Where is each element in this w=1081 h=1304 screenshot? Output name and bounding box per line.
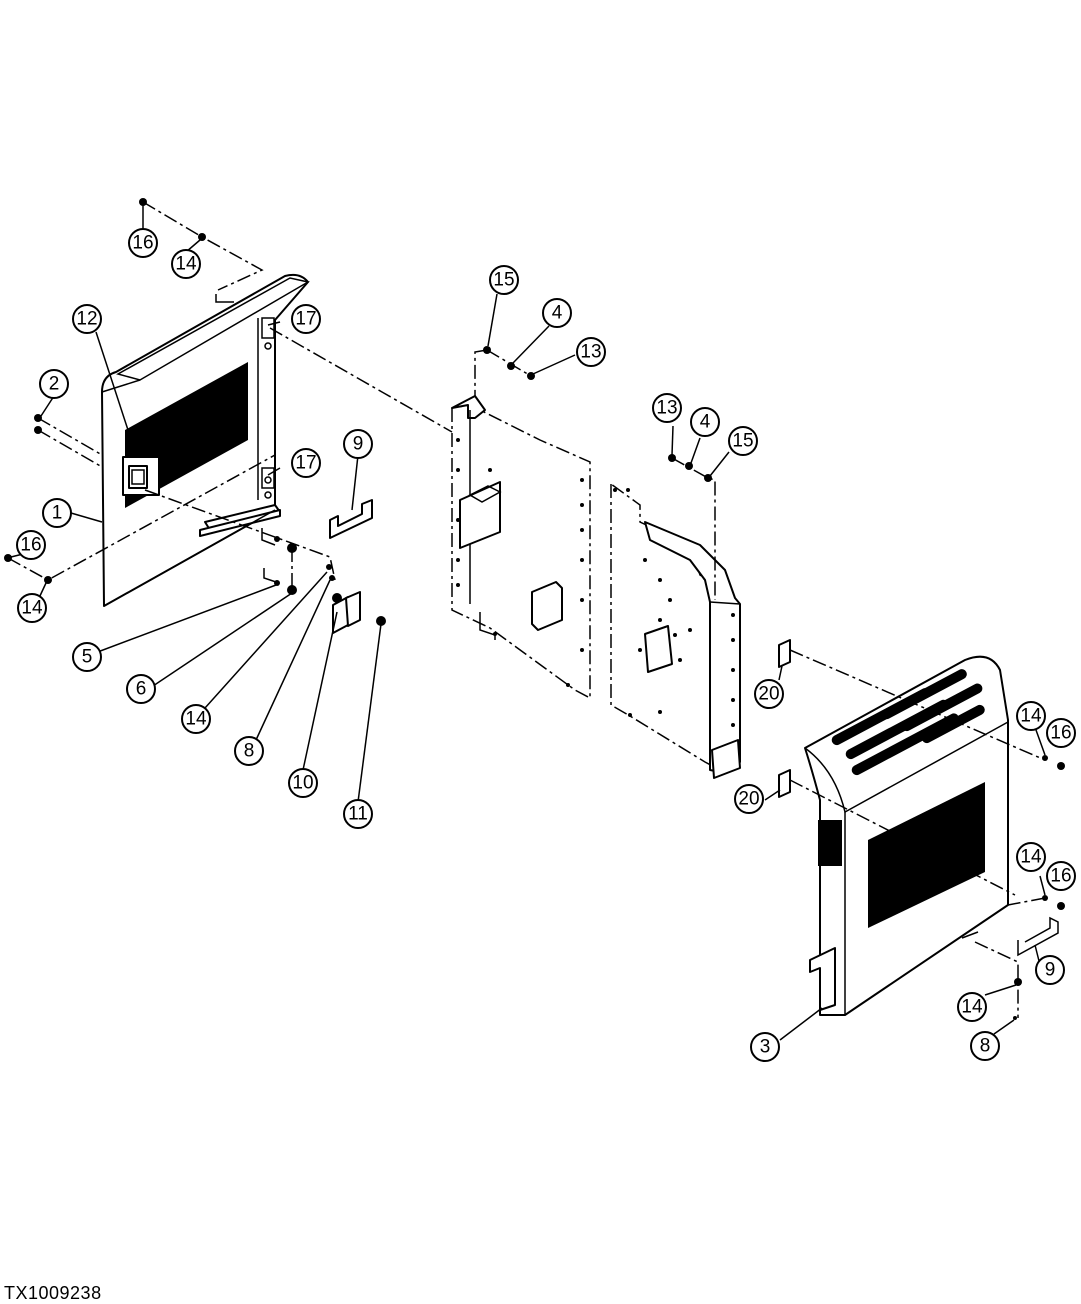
- svg-text:12: 12: [76, 309, 97, 330]
- callout-8: 8: [970, 1031, 1000, 1061]
- svg-text:1: 1: [52, 503, 63, 524]
- svg-text:16: 16: [1050, 866, 1071, 887]
- svg-text:17: 17: [295, 453, 316, 474]
- svg-text:2: 2: [49, 374, 60, 395]
- svg-text:20: 20: [758, 684, 779, 705]
- svg-text:14: 14: [185, 709, 207, 730]
- figure-id: TX1009238: [4, 1283, 102, 1303]
- callout-20: 20: [734, 784, 764, 814]
- svg-text:16: 16: [132, 233, 153, 254]
- svg-text:15: 15: [732, 431, 753, 452]
- clip-20-lower: [778, 769, 791, 798]
- right-side-cover: [804, 655, 1009, 1016]
- callout-13: 13: [652, 393, 682, 423]
- assembly-lines: [7, 201, 1046, 1018]
- callout-2: 2: [39, 369, 69, 399]
- callout-15: 15: [728, 426, 758, 456]
- right-mounting-plate: [610, 482, 741, 779]
- callout-11: 11: [343, 799, 373, 829]
- callout-17: 17: [291, 304, 321, 334]
- handle-9-left: [329, 499, 373, 539]
- svg-text:3: 3: [760, 1037, 771, 1058]
- callout-5: 5: [72, 642, 102, 672]
- svg-text:8: 8: [244, 741, 255, 762]
- callout-20: 20: [754, 679, 784, 709]
- callout-4: 4: [690, 407, 720, 437]
- svg-text:5: 5: [82, 647, 93, 668]
- callout-9: 9: [343, 429, 373, 459]
- callout-14: 14: [957, 992, 987, 1022]
- callout-14: 14: [17, 593, 47, 623]
- callout-10: 10: [288, 768, 318, 798]
- svg-text:16: 16: [20, 535, 41, 556]
- callout-15: 15: [489, 265, 519, 295]
- callout-16: 16: [1046, 718, 1076, 748]
- callout-14: 14: [181, 704, 211, 734]
- svg-text:11: 11: [348, 804, 368, 825]
- handle-9-right: [1017, 916, 1059, 957]
- svg-text:8: 8: [980, 1036, 991, 1057]
- left-side-cover: [101, 273, 311, 607]
- callout-16: 16: [16, 530, 46, 560]
- svg-text:14: 14: [961, 997, 983, 1018]
- callout-4: 4: [542, 298, 572, 328]
- callout-13: 13: [576, 337, 606, 367]
- svg-text:14: 14: [175, 254, 197, 275]
- callout-labels: 16 14 12 2 1 16 14 17 17 9 5 6 14 8 10 1…: [16, 228, 1076, 1062]
- callout-16: 16: [1046, 861, 1076, 891]
- svg-text:20: 20: [738, 789, 759, 810]
- svg-text:13: 13: [656, 398, 677, 419]
- callout-6: 6: [126, 674, 156, 704]
- callout-14: 14: [1016, 701, 1046, 731]
- svg-text:10: 10: [292, 773, 313, 794]
- latch-10: [332, 591, 361, 634]
- svg-text:4: 4: [552, 303, 563, 324]
- callout-14: 14: [1016, 842, 1046, 872]
- svg-text:4: 4: [700, 412, 711, 433]
- leader-lines: [10, 205, 1046, 1041]
- callout-17: 17: [291, 448, 321, 478]
- callout-3: 3: [750, 1032, 780, 1062]
- svg-text:15: 15: [493, 270, 514, 291]
- svg-text:14: 14: [1020, 706, 1042, 727]
- callout-9: 9: [1035, 955, 1065, 985]
- svg-text:16: 16: [1050, 723, 1071, 744]
- svg-text:13: 13: [580, 342, 601, 363]
- svg-text:9: 9: [353, 434, 364, 455]
- svg-text:14: 14: [1020, 847, 1042, 868]
- svg-text:9: 9: [1045, 960, 1056, 981]
- callout-8: 8: [234, 736, 264, 766]
- callout-14: 14: [171, 249, 201, 279]
- svg-text:14: 14: [21, 598, 43, 619]
- callout-12: 12: [72, 304, 102, 334]
- svg-text:6: 6: [136, 679, 147, 700]
- center-mounting-plate: [451, 395, 591, 700]
- svg-text:17: 17: [295, 309, 316, 330]
- callout-16: 16: [128, 228, 158, 258]
- clip-20-upper: [778, 639, 791, 668]
- callout-1: 1: [42, 498, 72, 528]
